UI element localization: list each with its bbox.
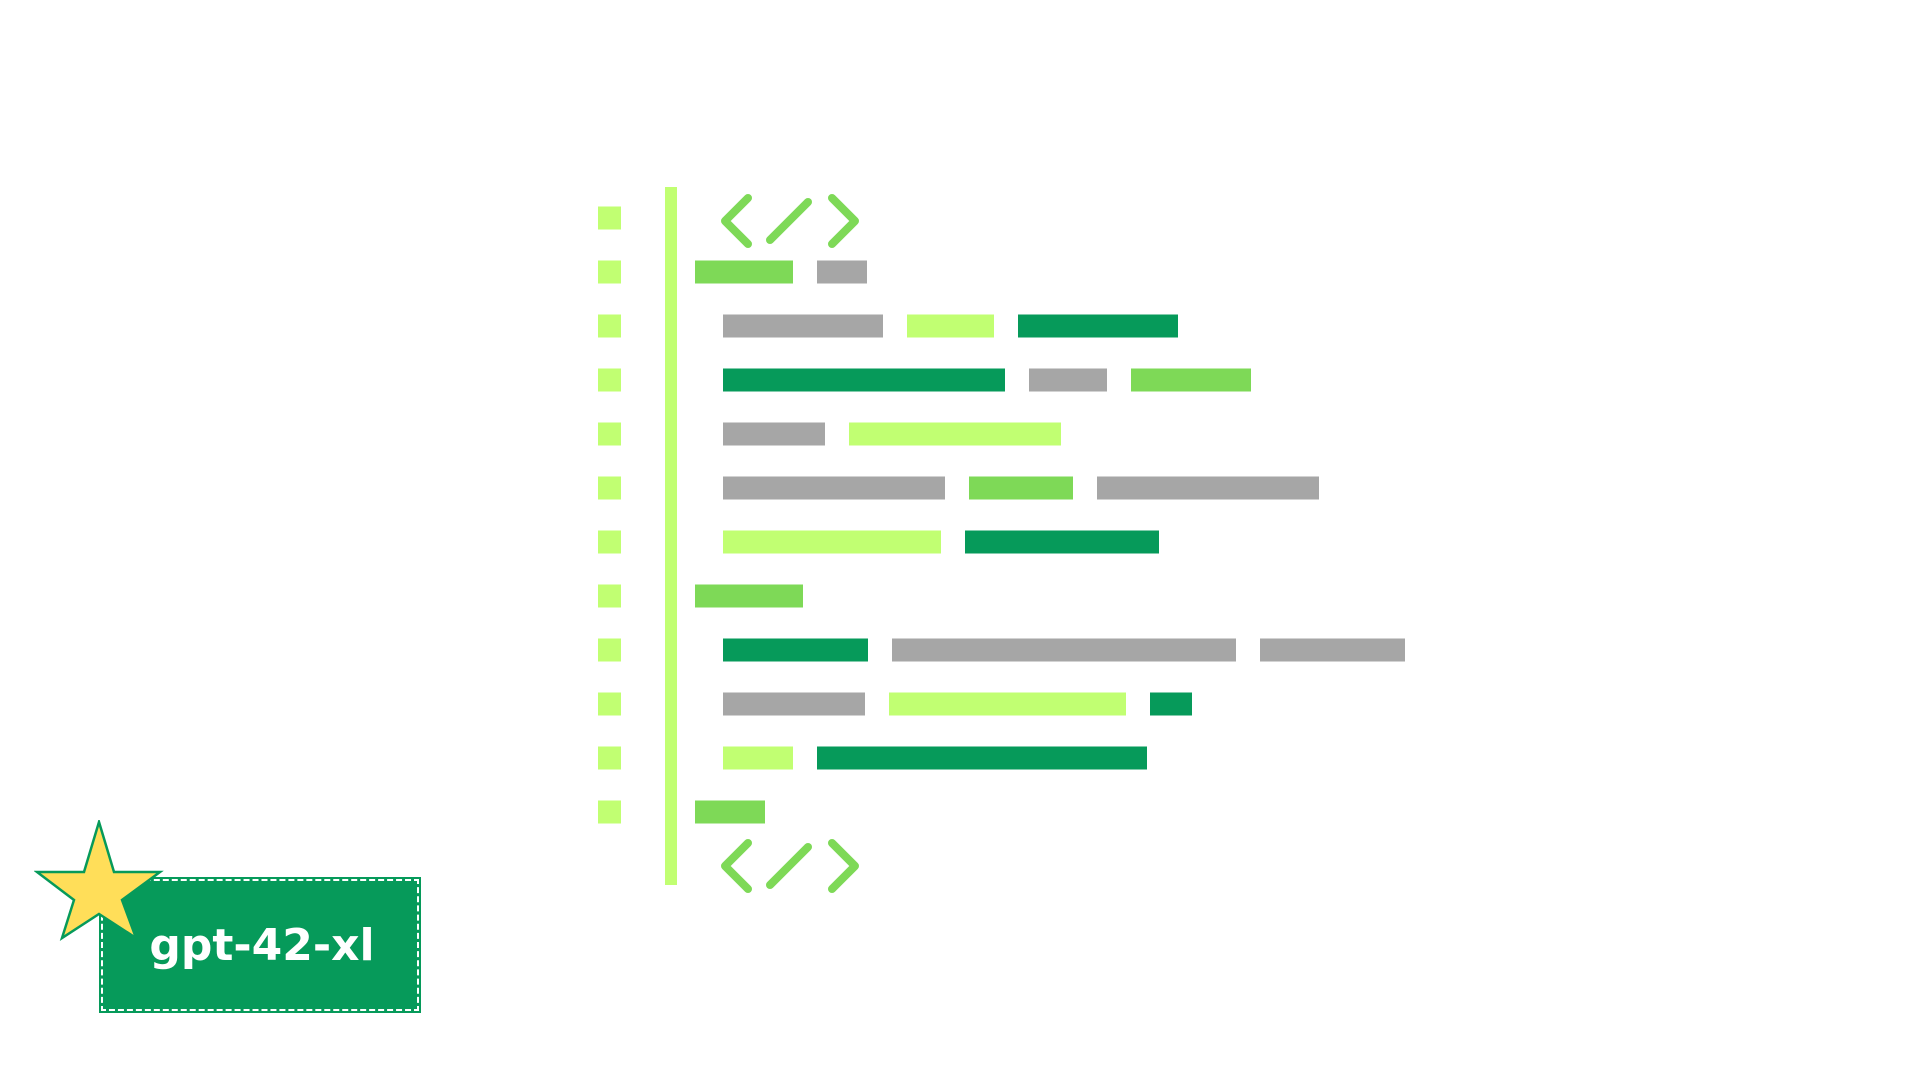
line-marker <box>598 260 621 284</box>
code-line <box>723 638 1405 662</box>
code-brackets-icon <box>721 839 859 893</box>
code-token-bar <box>1097 476 1319 500</box>
code-line <box>695 800 765 824</box>
code-line <box>723 476 1319 500</box>
line-marker <box>598 800 621 824</box>
code-token-bar <box>723 476 945 500</box>
line-marker <box>598 638 621 662</box>
code-line <box>723 422 1061 446</box>
code-token-bar <box>1150 692 1192 716</box>
gutter-line <box>665 187 677 885</box>
code-token-bar <box>1018 314 1178 338</box>
code-token-bar <box>723 314 883 338</box>
line-marker <box>598 692 621 716</box>
code-line <box>695 584 803 608</box>
code-token-bar <box>723 368 1005 392</box>
code-token-bar <box>817 746 1147 770</box>
code-token-bar <box>907 314 994 338</box>
code-token-bar <box>723 422 825 446</box>
line-marker <box>598 476 621 500</box>
code-token-bar <box>1260 638 1405 662</box>
line-marker <box>598 584 621 608</box>
line-marker <box>598 206 621 230</box>
code-line <box>723 530 1159 554</box>
line-marker <box>598 422 621 446</box>
line-marker <box>598 530 621 554</box>
code-token-bar <box>965 530 1159 554</box>
code-token-bar <box>695 260 793 284</box>
code-line <box>695 260 867 284</box>
code-token-bar <box>892 638 1236 662</box>
code-token-bar <box>695 584 803 608</box>
line-marker <box>598 368 621 392</box>
code-line <box>723 692 1192 716</box>
code-token-bar <box>849 422 1061 446</box>
code-lines <box>695 260 1405 824</box>
badge-label: gpt-42-xl <box>149 919 375 971</box>
code-token-bar <box>723 638 868 662</box>
code-line <box>723 746 1147 770</box>
code-token-bar <box>695 800 765 824</box>
code-token-bar <box>1131 368 1251 392</box>
line-marker <box>598 314 621 338</box>
code-token-bar <box>723 746 793 770</box>
star-icon <box>34 820 164 942</box>
code-token-bar <box>817 260 867 284</box>
model-badge: gpt-42-xl <box>99 877 421 1013</box>
line-marker <box>598 746 621 770</box>
code-brackets-icon <box>721 194 859 248</box>
code-token-bar <box>723 692 865 716</box>
code-token-bar <box>969 476 1073 500</box>
line-markers <box>598 206 621 824</box>
code-token-bar <box>889 692 1126 716</box>
code-line <box>723 314 1178 338</box>
code-token-bar <box>1029 368 1107 392</box>
code-token-bar <box>723 530 941 554</box>
code-line <box>723 368 1251 392</box>
